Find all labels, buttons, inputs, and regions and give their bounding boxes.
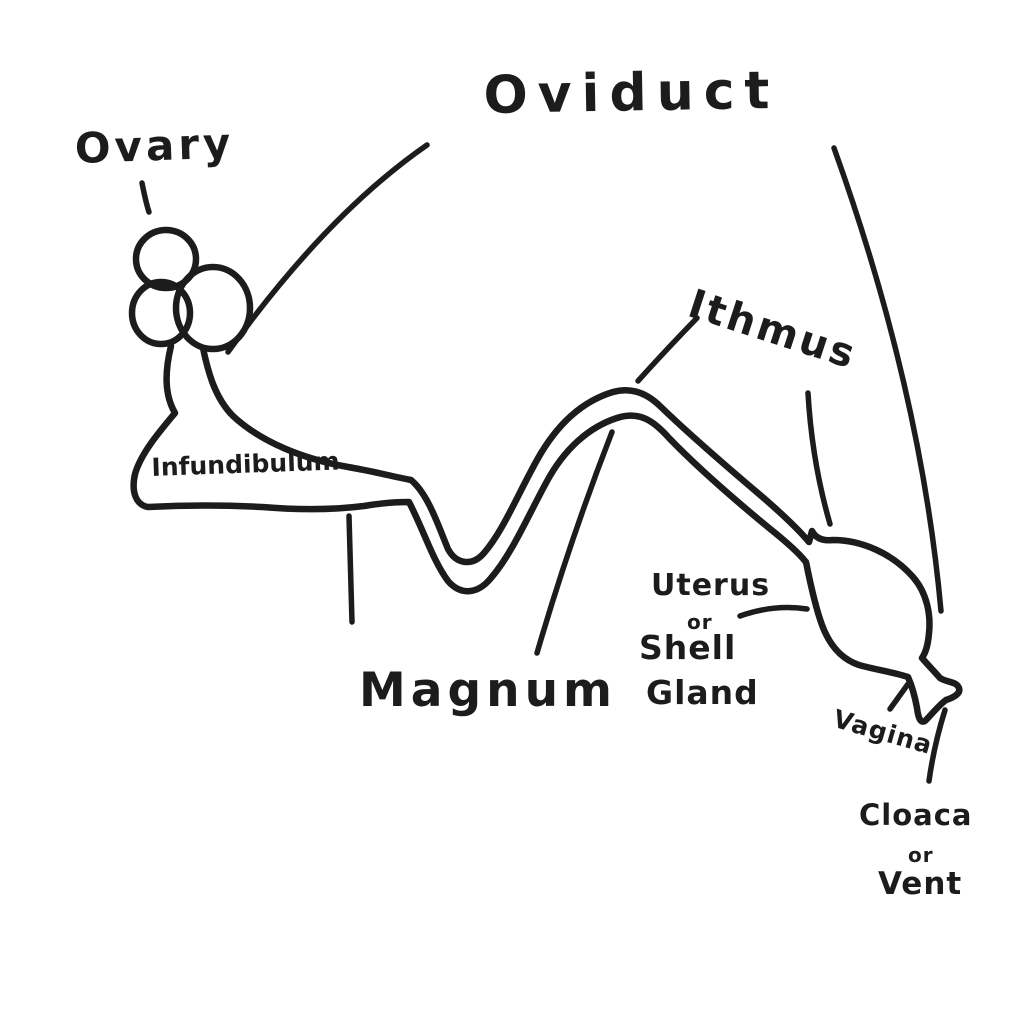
uterus-label-line-3: Shell xyxy=(639,628,737,667)
isthmus-left-leader-line xyxy=(635,315,700,384)
infundibulum-boundary-tick xyxy=(346,513,355,625)
ovary-follicle-top xyxy=(132,226,200,292)
cloaca-pointer-line xyxy=(926,707,948,784)
magnum-label: Magnum xyxy=(359,663,618,718)
cloaca-label-line-3: Vent xyxy=(878,866,963,902)
cloaca-label-line-2: or xyxy=(908,843,934,867)
uterus-leader-line xyxy=(737,604,810,619)
cloaca-label-line-1: Cloaca xyxy=(859,798,973,832)
ovary-pointer-line xyxy=(139,180,152,215)
uterus-label-line-4: Gland xyxy=(646,673,759,712)
vagina-pointer-line xyxy=(887,681,911,712)
ovary-label: Ovary xyxy=(74,118,236,173)
oviduct-title: Oviduct xyxy=(483,60,780,126)
oviduct-lower-wall-and-infundibulum xyxy=(130,342,809,595)
ovary-follicle-left xyxy=(128,278,194,348)
uterus-label-line-2: or xyxy=(687,610,713,634)
uterus-label-line-1: Uterus xyxy=(651,568,771,603)
magnum-leader-line xyxy=(534,429,615,656)
oviduct-right-leader-line xyxy=(831,145,944,614)
ovary-follicle-right xyxy=(172,263,254,353)
oviduct-left-leader-line xyxy=(225,142,430,355)
oviduct-upper-wall-and-shell-gland xyxy=(199,344,963,725)
isthmus-right-leader-line xyxy=(805,390,833,527)
